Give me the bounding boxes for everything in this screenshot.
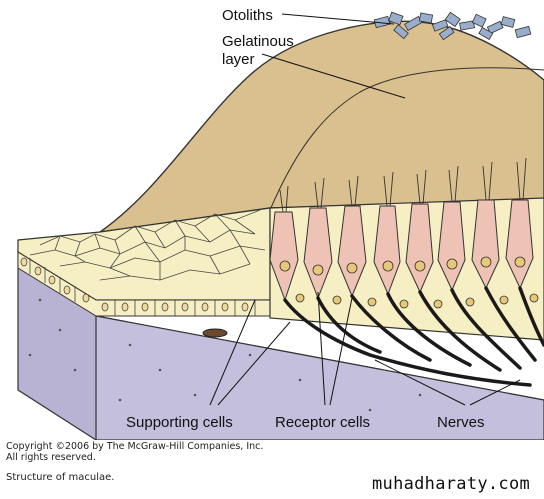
otoliths-cluster: [373, 11, 532, 41]
label-gelatinous-layer: layer: [222, 51, 255, 68]
label-gelatinous: Gelatinous: [222, 33, 294, 50]
watermark-text: muhadharaty.com: [372, 474, 531, 494]
maculae-illustration: Otoliths Gelatinous layer Supporting cel…: [17, 7, 544, 441]
label-receptor-cells: Receptor cells: [275, 414, 370, 431]
label-otoliths: Otoliths: [222, 7, 273, 24]
supporting-cells-column: [17, 251, 271, 317]
leader-lines: [209, 13, 521, 406]
label-supporting-cells: Supporting cells: [126, 414, 233, 431]
label-nerves: Nerves: [437, 414, 485, 431]
copyright-notice: Copyright ©2006 by The McGraw-Hill Compa…: [6, 441, 263, 463]
gelatinous-layer: [99, 20, 544, 233]
copyright-line-2: All rights reserved.: [6, 452, 96, 463]
nerve-fibers: [283, 286, 544, 387]
figure-caption: Structure of maculae.: [6, 472, 115, 483]
copyright-line-1: Copyright ©2006 by The McGraw-Hill Compa…: [6, 441, 264, 452]
receptor-region: [269, 157, 544, 341]
